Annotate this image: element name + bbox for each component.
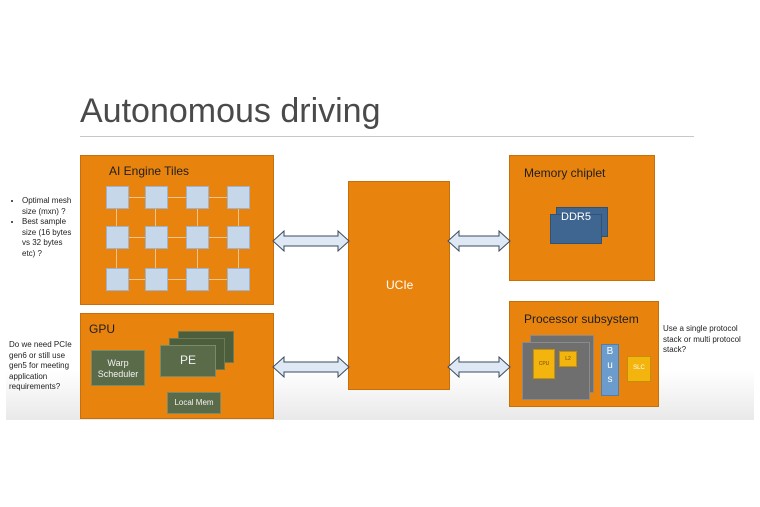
ai-engine-tiles-label: AI Engine Tiles <box>109 164 190 178</box>
bus-letter-s: s <box>607 374 613 385</box>
ai-tile <box>186 226 209 249</box>
mesh-questions-note: Optimal mesh size (mxn) ? Best sample si… <box>8 196 76 259</box>
ai-tile <box>106 226 129 249</box>
ai-tile <box>186 186 209 209</box>
ai-tile <box>227 226 250 249</box>
local-mem-block: Local Mem <box>167 392 221 414</box>
memory-chiplet-block: Memory chiplet DDR5 <box>509 155 655 281</box>
local-mem-label: Local Mem <box>174 398 214 407</box>
mesh-question-item: Optimal mesh size (mxn) ? <box>22 196 76 217</box>
mesh-line-h1 <box>117 197 239 198</box>
title-divider <box>80 136 694 137</box>
processor-subsystem-label: Processor subsystem <box>524 312 639 326</box>
arrow-ucie-processor <box>447 356 511 378</box>
pe-block: PE <box>160 345 216 377</box>
ddr5-block: DDR5 <box>550 211 602 244</box>
mesh-question-item: Best sample size (16 bytes vs 32 bytes e… <box>22 217 76 259</box>
ai-tile <box>145 226 168 249</box>
pcie-question-note: Do we need PCIe gen6 or still use gen5 f… <box>9 340 72 391</box>
pe-label: PE <box>179 353 196 367</box>
warp-scheduler-label: Warp Scheduler <box>97 358 139 379</box>
gpu-label: GPU <box>89 322 116 336</box>
gpu-block: GPU Warp Scheduler PE Local Mem <box>80 313 274 419</box>
memory-chiplet-label: Memory chiplet <box>524 166 606 180</box>
slc-label: SLC <box>633 365 645 371</box>
slc-block: SLC <box>627 356 651 382</box>
arrow-ucie-memory <box>447 230 511 252</box>
l2-cache-block: L2 <box>559 351 577 367</box>
cpu-core-label: CPU <box>538 361 550 367</box>
l2-cache-label: L2 <box>565 356 571 362</box>
protocol-question-note: Use a single protocol stack or multi pro… <box>663 324 741 354</box>
ai-tile <box>106 268 129 291</box>
bus-letter-b: B <box>606 346 614 357</box>
ucie-block: UCIe <box>348 181 450 390</box>
mesh-line-h3 <box>117 279 239 280</box>
ai-tile <box>186 268 209 291</box>
mesh-questions-list: Optimal mesh size (mxn) ? Best sample si… <box>8 196 76 259</box>
arrow-ai-ucie <box>272 230 350 252</box>
bus-block: B u s <box>601 344 619 396</box>
ai-tile <box>227 268 250 291</box>
ai-tile <box>145 186 168 209</box>
ai-engine-tiles-block: AI Engine Tiles <box>80 155 274 305</box>
ddr5-label: DDR5 <box>561 211 591 223</box>
ai-tile <box>106 186 129 209</box>
ucie-label: UCIe <box>386 278 414 292</box>
processor-subsystem-block: Processor subsystem CPU L2 B u s SLC <box>509 301 659 407</box>
slide-title: Autonomous driving <box>80 92 381 130</box>
cpu-core-block: CPU <box>533 349 555 379</box>
mesh-line-h2 <box>117 237 239 238</box>
ai-tile <box>227 186 250 209</box>
ai-tile <box>145 268 168 291</box>
warp-scheduler-block: Warp Scheduler <box>91 350 145 386</box>
bus-letter-u: u <box>607 360 613 371</box>
arrow-gpu-ucie <box>272 356 350 378</box>
core-cluster: CPU L2 <box>522 342 590 400</box>
